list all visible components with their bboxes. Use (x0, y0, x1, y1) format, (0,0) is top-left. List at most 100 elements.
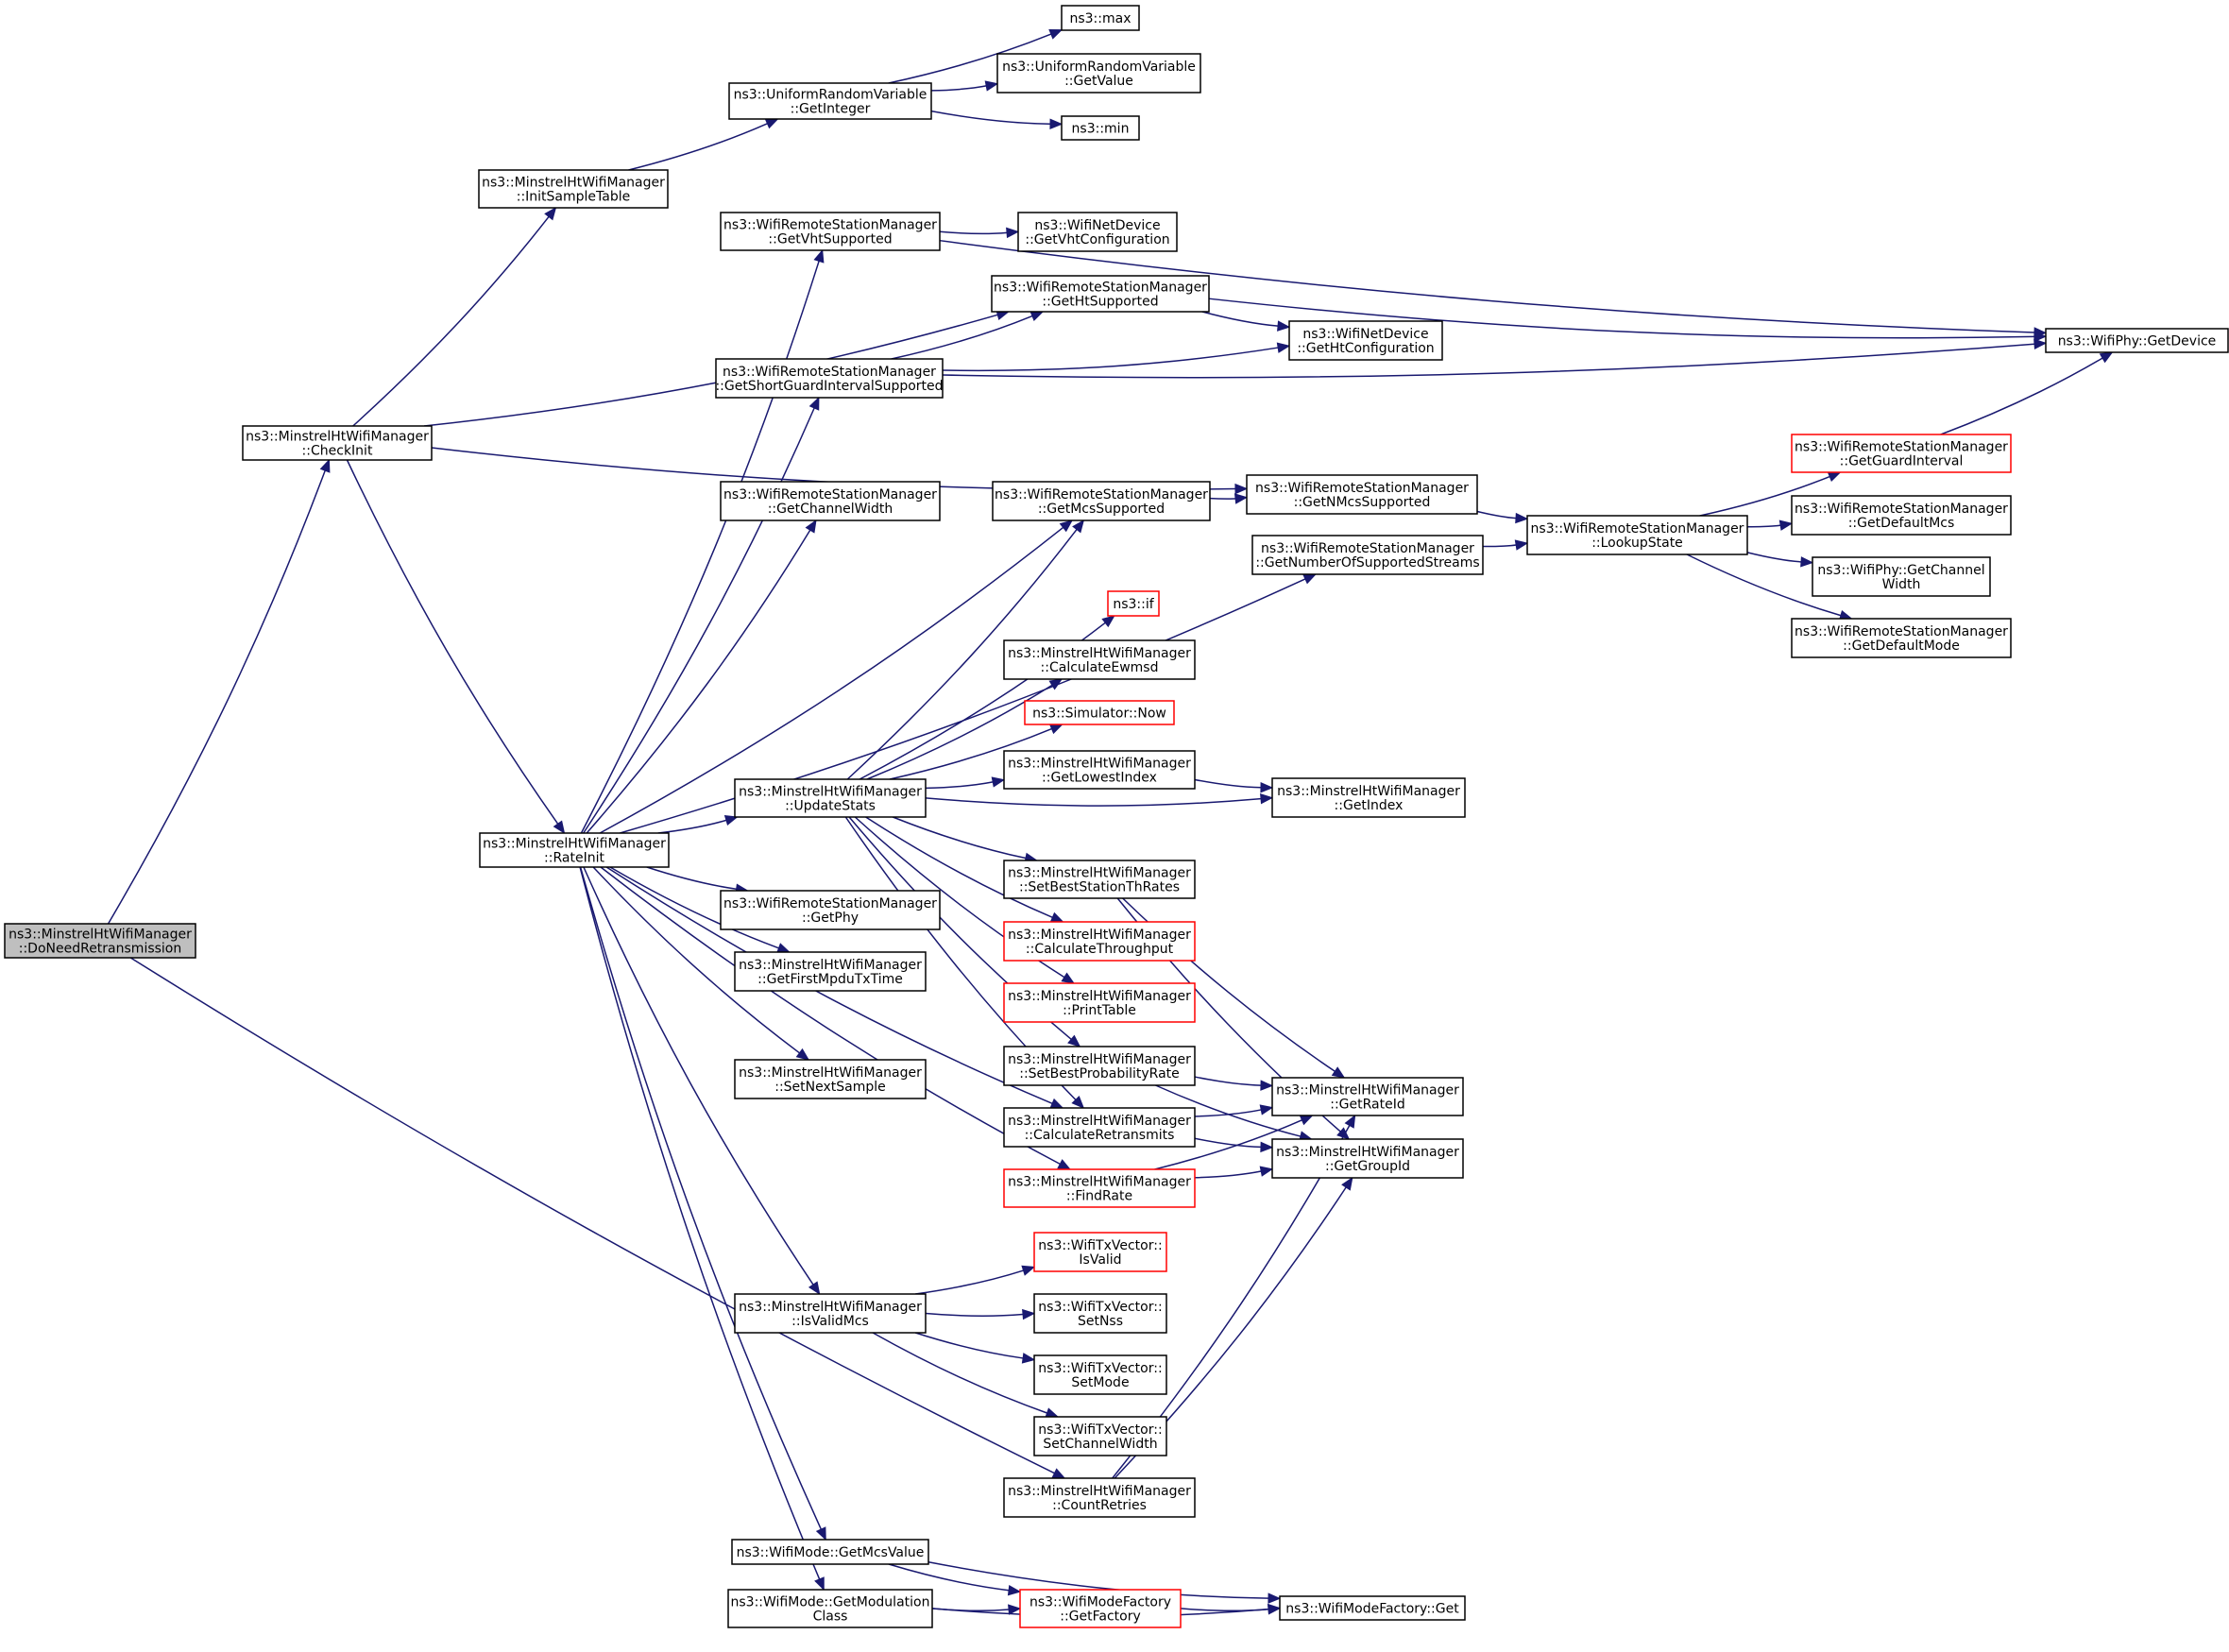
arrowhead (1260, 1080, 1274, 1091)
edge-rateinit-to-isvalidmcs (583, 866, 821, 1296)
node-printtable[interactable]: ns3::MinstrelHtWifiManager::PrintTable (1003, 982, 1196, 1023)
node-box (1288, 320, 1443, 361)
node-label: ns3::WifiTxVector:: (1038, 1361, 1162, 1376)
edge-line (1699, 475, 1830, 517)
node-getvalue[interactable]: ns3::UniformRandomVariable::GetValue (996, 53, 1201, 94)
node-label: IsValid (1079, 1252, 1121, 1268)
node-countretries[interactable]: ns3::MinstrelHtWifiManager::CountRetries (1003, 1477, 1196, 1518)
node-label: ::GetIndex (1335, 798, 1404, 813)
node-txsetcw[interactable]: ns3::WifiTxVector::SetChannelWidth (1033, 1416, 1167, 1456)
node-txisvalid[interactable]: ns3::WifiTxVector::IsValid (1033, 1232, 1167, 1272)
node-label: ::GetGuardInterval (1840, 454, 1964, 469)
arrowhead (795, 1047, 810, 1061)
node-gethtsup[interactable]: ns3::WifiRemoteStationManager::GetHtSupp… (991, 275, 1210, 313)
node-bestprob[interactable]: ns3::MinstrelHtWifiManager::SetBestProba… (1003, 1046, 1196, 1086)
arrowhead (1341, 1176, 1353, 1191)
node-getrateid[interactable]: ns3::MinstrelHtWifiManager::GetRateId (1271, 1077, 1464, 1116)
arrowhead (1299, 1115, 1314, 1126)
node-label: ns3::WifiTxVector:: (1038, 1422, 1162, 1438)
node-updatestats[interactable]: ns3::MinstrelHtWifiManager::UpdateStats (734, 778, 927, 818)
node-checkinit[interactable]: ns3::MinstrelHtWifiManager::CheckInit (242, 425, 433, 461)
node-rateinit[interactable]: ns3::MinstrelHtWifiManager::RateInit (479, 832, 670, 868)
node-box (1003, 750, 1196, 790)
edge-line (628, 123, 768, 171)
node-getnss[interactable]: ns3::WifiRemoteStationManager::GetNumber… (1251, 535, 1484, 575)
node-label: ns3::WifiRemoteStationManager (1795, 440, 2008, 455)
node-label: ::FindRate (1066, 1189, 1132, 1204)
node-getgi[interactable]: ns3::WifiRemoteStationManager::GetGuardI… (1791, 434, 2012, 473)
edge-line (1194, 1137, 1262, 1149)
node-findrate[interactable]: ns3::MinstrelHtWifiManager::FindRate (1003, 1168, 1196, 1208)
node-getindex[interactable]: ns3::MinstrelHtWifiManager::GetIndex (1271, 777, 1466, 818)
node-box (996, 53, 1201, 94)
node-getdefmcs[interactable]: ns3::WifiRemoteStationManager::GetDefaul… (1791, 495, 2012, 536)
edge-getmcsvalue-to-factoryget (927, 1561, 1282, 1604)
edge-line (599, 526, 1064, 834)
node-nextsample[interactable]: ns3::MinstrelHtWifiManager::SetNextSampl… (734, 1059, 927, 1099)
edge-line (925, 797, 1262, 807)
arrowhead (1514, 539, 1529, 551)
node-box (734, 1293, 927, 1334)
node-phycw[interactable]: ns3::WifiPhy::GetChannelWidth (1812, 556, 1991, 597)
node-getmcssup[interactable]: ns3::WifiRemoteStationManager::GetMcsSup… (992, 481, 1211, 521)
node-label: ns3::WifiNetDevice (1302, 327, 1428, 342)
node-label: ns3::if (1113, 597, 1154, 612)
arrowhead (1072, 519, 1085, 534)
node-nsif[interactable]: ns3::if (1107, 590, 1160, 617)
node-getcw[interactable]: ns3::WifiRemoteStationManager::GetChanne… (720, 481, 941, 521)
node-getgroupid[interactable]: ns3::MinstrelHtWifiManager::GetGroupId (1271, 1138, 1464, 1179)
node-lookup[interactable]: ns3::WifiRemoteStationManager::LookupSta… (1526, 515, 1748, 555)
nodes-layer: ns3::MinstrelHtWifiManager::DoNeedRetran… (4, 5, 2229, 1628)
node-getsgi[interactable]: ns3::WifiRemoteStationManager::GetShortG… (715, 358, 944, 399)
node-lowest[interactable]: ns3::MinstrelHtWifiManager::GetLowestInd… (1003, 750, 1196, 790)
node-txsetmode[interactable]: ns3::WifiTxVector::SetMode (1033, 1354, 1167, 1395)
node-label: ::GetDefaultMcs (1848, 516, 1955, 531)
node-label: ns3::UniformRandomVariable (1002, 60, 1196, 75)
node-getvhtconf[interactable]: ns3::WifiNetDevice::GetVhtConfiguration (1017, 212, 1178, 252)
edge-line (1194, 1109, 1262, 1117)
node-simnow[interactable]: ns3::Simulator::Now (1024, 700, 1175, 725)
arrowhead (1302, 573, 1318, 585)
edge-line (872, 1332, 1047, 1414)
edge-line (1209, 497, 1236, 500)
node-getinteger[interactable]: ns3::UniformRandomVariable::GetInteger (728, 82, 932, 120)
node-box (731, 1539, 929, 1565)
node-label: ::GetFactory (1060, 1609, 1141, 1625)
node-root[interactable]: ns3::MinstrelHtWifiManager::DoNeedRetran… (4, 923, 196, 959)
node-calcth[interactable]: ns3::MinstrelHtWifiManager::CalculateThr… (1003, 921, 1196, 962)
node-txsetnss[interactable]: ns3::WifiTxVector::SetNss (1033, 1293, 1167, 1334)
edge-rateinit-to-getphy (646, 866, 749, 894)
node-box (4, 923, 196, 959)
node-getvhtsup[interactable]: ns3::WifiRemoteStationManager::GetVhtSup… (720, 212, 941, 251)
node-getphy[interactable]: ns3::WifiRemoteStationManager::GetPhy (720, 890, 941, 930)
node-factoryget[interactable]: ns3::WifiModeFactory::Get (1279, 1595, 1466, 1621)
node-isvalidmcs[interactable]: ns3::MinstrelHtWifiManager::IsValidMcs (734, 1293, 927, 1334)
node-box (734, 951, 927, 992)
node-gethtconf[interactable]: ns3::WifiNetDevice::GetHtConfiguration (1288, 320, 1443, 361)
edge-line (930, 85, 987, 92)
node-label: ns3::max (1069, 11, 1131, 26)
node-bestth[interactable]: ns3::MinstrelHtWifiManager::SetBestStati… (1003, 860, 1196, 899)
node-getfactory[interactable]: ns3::WifiModeFactory::GetFactory (1019, 1589, 1182, 1628)
edge-line (942, 343, 2035, 379)
arrowhead (1778, 519, 1794, 531)
edge-line (592, 866, 800, 1054)
node-getnmcs[interactable]: ns3::WifiRemoteStationManager::GetNMcsSu… (1246, 474, 1478, 515)
node-calcretx[interactable]: ns3::MinstrelHtWifiManager::CalculateRet… (1003, 1107, 1196, 1148)
node-label: ns3::WifiTxVector:: (1038, 1238, 1162, 1253)
node-min[interactable]: ns3::min (1061, 115, 1140, 141)
node-getdefmode[interactable]: ns3::WifiRemoteStationManager::GetDefaul… (1791, 618, 2012, 658)
node-phydev[interactable]: ns3::WifiPhy::GetDevice (2045, 328, 2229, 353)
node-firstmpdu[interactable]: ns3::MinstrelHtWifiManager::GetFirstMpdu… (734, 951, 927, 992)
node-initsample[interactable]: ns3::MinstrelHtWifiManager::InitSampleTa… (478, 169, 669, 209)
node-box (1251, 535, 1484, 575)
node-label: ns3::WifiRemoteStationManager (723, 896, 937, 911)
node-getmcsvalue[interactable]: ns3::WifiMode::GetMcsValue (731, 1539, 929, 1565)
node-label: ::GetInteger (791, 102, 871, 117)
node-box (1017, 212, 1178, 252)
node-label: ns3::MinstrelHtWifiManager (246, 430, 429, 445)
edge-getmcsvalue-to-getfactory (888, 1563, 1022, 1596)
node-ewmsd[interactable]: ns3::MinstrelHtWifiManager::CalculateEwm… (1003, 639, 1196, 680)
node-max[interactable]: ns3::max (1061, 5, 1140, 31)
